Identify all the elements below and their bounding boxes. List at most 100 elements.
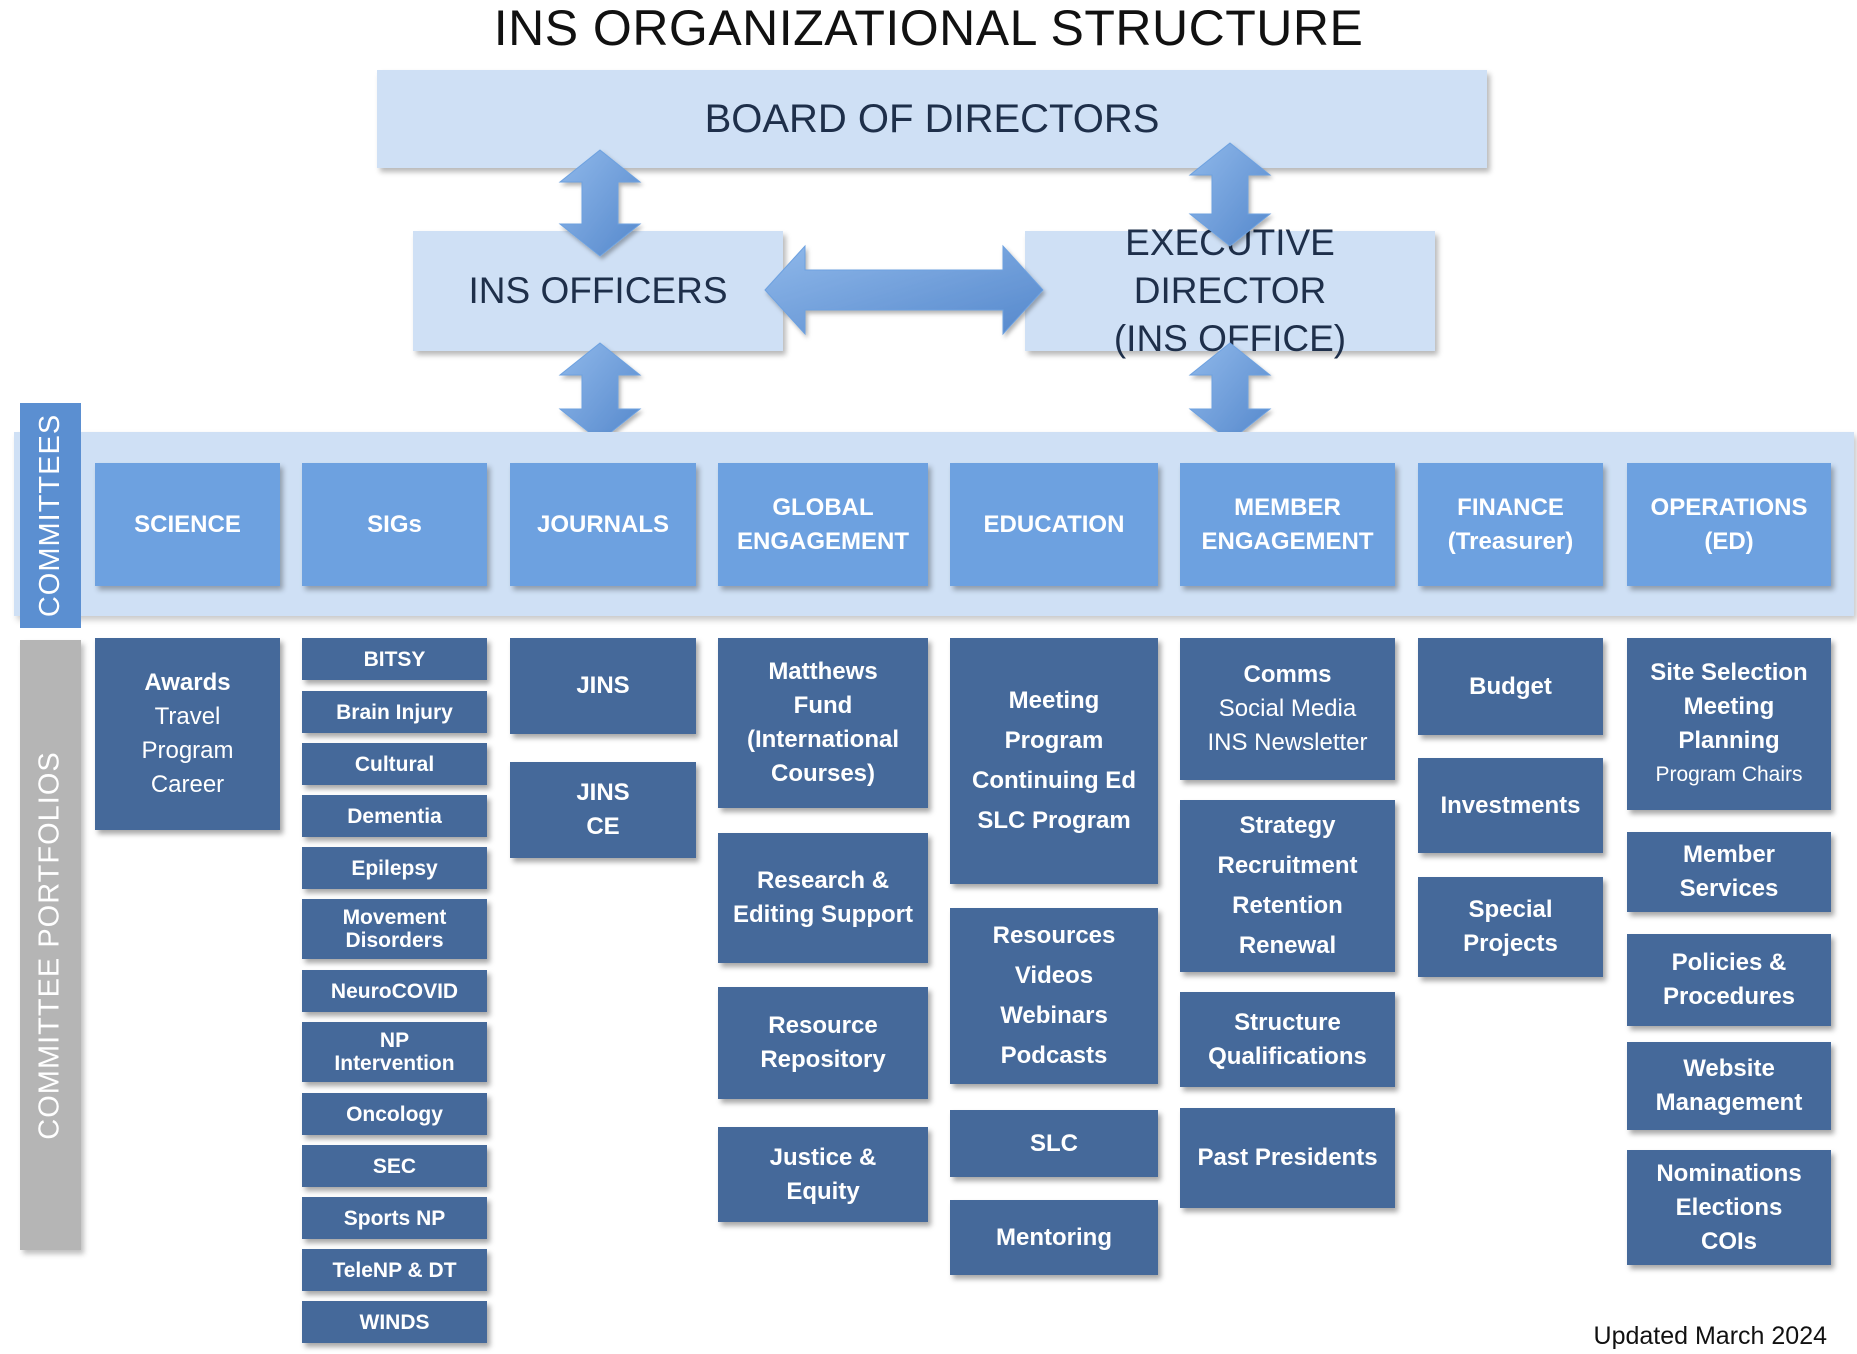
portfolio-item-label: JINS [576, 672, 630, 699]
committee-education-label: EDUCATION [983, 510, 1125, 538]
portfolio-item-label: Member [1682, 841, 1776, 868]
committee-science: SCIENCE [95, 463, 280, 586]
portfolio-item-label: Matthews [768, 658, 878, 685]
portfolio-item-label: Recruitment [1217, 852, 1358, 879]
portfolio-item-label: Intervention [334, 1052, 455, 1075]
committee-member-engagement: MEMBER ENGAGEMENT [1180, 463, 1395, 586]
portfolio-item-label: Oncology [346, 1102, 443, 1126]
executive-director-label: EXECUTIVE DIRECTOR [1125, 222, 1335, 311]
ins-office-label: (INS OFFICE) [1113, 318, 1347, 359]
portfolio-sigs-item: Dementia [302, 795, 487, 837]
portfolio-item-label: Fund [793, 692, 853, 719]
portfolio-item-label: SLC [1030, 1129, 1078, 1157]
board-of-directors-label: BOARD OF DIRECTORS [704, 96, 1160, 141]
portfolio-item-label: Repository [760, 1046, 886, 1073]
committees-label-text: COMMITTEES [34, 413, 66, 618]
portfolio-global-engagement-item: Justice & Equity [718, 1127, 928, 1222]
diagram-title: INS ORGANIZATIONAL STRUCTURE [493, 0, 1364, 56]
portfolio-item-label: Brain Injury [336, 700, 453, 724]
portfolio-item-label: Justice & [769, 1143, 877, 1171]
portfolio-item-label: Videos [1014, 962, 1094, 989]
committee-science-label: SCIENCE [134, 510, 241, 538]
committee-finance-label: FINANCE [1457, 493, 1564, 521]
portfolio-item-label: Retention [1232, 892, 1343, 919]
portfolio-item-label: TeleNP & DT [332, 1258, 457, 1282]
portfolio-item-label: Disorders [345, 929, 444, 952]
portfolio-item-label: Resources [992, 922, 1116, 949]
portfolio-sigs-item: Epilepsy [302, 847, 487, 889]
portfolio-sigs-item: Sports NP [302, 1197, 487, 1239]
committee-operations-label: OPERATIONS [1650, 493, 1808, 521]
portfolio-item-label: CE [586, 813, 620, 840]
committee-operations-label: (ED) [1704, 527, 1754, 555]
committee-member-engagement-label: ENGAGEMENT [1201, 527, 1374, 555]
committee-member-engagement-label: MEMBER [1234, 493, 1341, 521]
portfolio-item-label: Courses) [770, 760, 876, 787]
portfolio-item-label: Movement [342, 906, 447, 929]
ins-officers-box: INS OFFICERS [413, 231, 783, 351]
portfolio-item-label: Program Chairs [1655, 763, 1803, 786]
portfolio-item-label: Projects [1463, 930, 1558, 957]
portfolio-item-label: Management [1655, 1089, 1803, 1116]
committee-portfolios-label-text: COMMITTEE PORTFOLIOS [34, 750, 66, 1140]
portfolio-sigs-item: Oncology [302, 1093, 487, 1135]
portfolio-sigs-item: TeleNP & DT [302, 1249, 487, 1291]
portfolio-item-label: Meeting [1683, 693, 1775, 720]
portfolio-item-label: Research & [756, 867, 890, 894]
officers-executive-arrow [764, 244, 1044, 336]
committee-sigs: SIGs [302, 463, 487, 586]
portfolio-finance-item: Budget [1418, 638, 1603, 735]
portfolio-item-label: Past Presidents [1197, 1144, 1378, 1171]
portfolio-item-label: Podcasts [1000, 1042, 1108, 1069]
portfolio-item-label: Planning [1678, 727, 1780, 754]
portfolio-item-label: Structure [1234, 1008, 1341, 1036]
portfolio-item-label: Sports NP [343, 1206, 446, 1230]
portfolio-item-label: Equity [786, 1177, 860, 1205]
portfolio-item-label: Services [1679, 875, 1779, 902]
portfolio-item-label: Strategy [1239, 812, 1336, 839]
portfolio-sigs-item: NeuroCOVID [302, 970, 487, 1012]
portfolio-item-label: INS Newsletter [1207, 729, 1368, 756]
board-of-directors-box: BOARD OF DIRECTORS [377, 70, 1487, 168]
portfolio-item-label: Cultural [354, 752, 435, 776]
portfolio-sigs-item: SEC [302, 1145, 487, 1187]
portfolio-item-label: JINS [576, 779, 630, 806]
portfolio-item-label: COIs [1700, 1227, 1757, 1255]
portfolio-item-label: Webinars [1000, 1002, 1108, 1029]
portfolio-journals-item: JINS [510, 638, 696, 734]
portfolio-finance-item: Investments [1418, 758, 1603, 853]
portfolio-item-label: SLC Program [977, 807, 1131, 834]
portfolio-item-label: Special [1468, 896, 1553, 923]
portfolio-item-label: Resource [768, 1012, 878, 1039]
executive-director-box: EXECUTIVE DIRECTOR (INS OFFICE) [1025, 222, 1435, 359]
portfolio-global-engagement-item: Research &Editing Support [718, 833, 928, 963]
committee-finance-label: (Treasurer) [1447, 527, 1574, 555]
portfolio-item-label: Program [1004, 727, 1104, 754]
portfolio-item-label: Social Media [1218, 695, 1357, 722]
committee-operations: OPERATIONS (ED) [1627, 463, 1831, 586]
portfolio-sigs-item: Brain Injury [302, 691, 487, 733]
updated-date: Updated March 2024 [1593, 1322, 1827, 1350]
portfolio-item-label: Elections [1675, 1193, 1783, 1221]
committee-portfolios-side-label: COMMITTEE PORTFOLIOS [20, 640, 81, 1250]
committee-journals-label: JOURNALS [536, 510, 669, 538]
portfolio-item-label: Qualifications [1208, 1042, 1367, 1070]
portfolio-item-label: Continuing Ed [972, 767, 1136, 794]
portfolio-item-label: Nominations [1656, 1159, 1802, 1187]
committee-journals: JOURNALS [510, 463, 696, 586]
portfolio-item-label: Program [141, 737, 234, 764]
committee-education: EDUCATION [950, 463, 1158, 586]
